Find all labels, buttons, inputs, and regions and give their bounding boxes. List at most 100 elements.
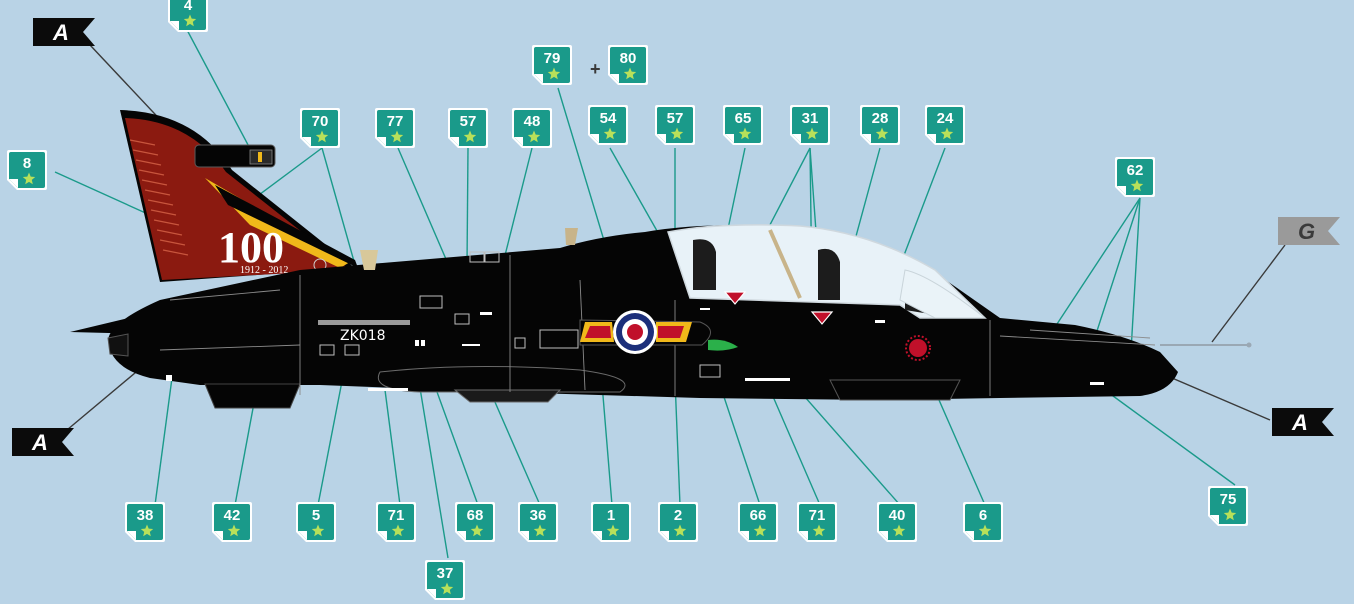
callout-number: 65 xyxy=(735,110,752,127)
leader-71a xyxy=(384,389,401,506)
star-icon xyxy=(978,524,992,537)
leader-38 xyxy=(154,377,173,506)
front-seat xyxy=(818,248,840,300)
callout-number: 48 xyxy=(524,113,541,130)
star-icon xyxy=(753,524,767,537)
fin-vents xyxy=(129,139,189,256)
callout-number: 37 xyxy=(437,565,454,582)
star-icon xyxy=(606,524,620,537)
tail-number: 100 xyxy=(218,223,284,272)
leader-57a xyxy=(466,147,469,266)
view-flag-a-top: A xyxy=(33,18,95,46)
svg-text:G: G xyxy=(1298,219,1315,244)
star-icon xyxy=(1130,179,1144,192)
tail-black-stripe xyxy=(215,185,358,268)
callout-number: 36 xyxy=(530,507,547,524)
star-icon xyxy=(527,130,541,143)
callout-badge-6: 6 xyxy=(963,502,1003,542)
callout-badge-1: 1 xyxy=(591,502,631,542)
callout-number: 79 xyxy=(544,50,561,67)
callout-number: 75 xyxy=(1220,491,1237,508)
callout-badge-79: 79 xyxy=(532,45,572,85)
star-icon xyxy=(390,130,404,143)
callout-number: 4 xyxy=(184,0,193,14)
callout-badge-37: 37 xyxy=(425,560,465,600)
callout-badge-4: 4 xyxy=(168,0,208,32)
callout-number: 42 xyxy=(224,507,241,524)
callout-badge-66: 66 xyxy=(738,502,778,542)
star-icon xyxy=(875,127,889,140)
star-icon xyxy=(738,127,752,140)
star-icon xyxy=(533,524,547,537)
exhaust-nozzle xyxy=(107,333,129,357)
callout-badge-5: 5 xyxy=(296,502,336,542)
green-band xyxy=(708,339,738,351)
callout-badge-24: 24 xyxy=(925,105,965,145)
plus-sign: + xyxy=(590,59,601,79)
callout-badge-70: 70 xyxy=(300,108,340,148)
callout-badge-36: 36 xyxy=(518,502,558,542)
callout-badge-65: 65 xyxy=(723,105,763,145)
leader-flagG xyxy=(1211,244,1286,343)
hawk-aircraft-side-profile: 100 1912 - 2012 xyxy=(70,110,1252,409)
star-icon xyxy=(623,67,637,80)
rescue-marking xyxy=(909,339,927,357)
callout-badge-57: 57 xyxy=(655,105,695,145)
wing-underside xyxy=(453,389,562,403)
windscreen xyxy=(899,269,987,319)
leader-flagA1 xyxy=(89,44,169,129)
star-icon xyxy=(140,524,154,537)
callout-badge-2: 2 xyxy=(658,502,698,542)
rear-seat xyxy=(693,239,716,290)
view-flag-g: G xyxy=(1278,217,1340,245)
view-flag-a-bottom-left: A xyxy=(12,428,74,456)
star-icon xyxy=(22,172,36,185)
star-icon xyxy=(1223,508,1237,521)
service-panels xyxy=(319,251,721,378)
callout-number: 28 xyxy=(872,110,889,127)
callout-badge-48: 48 xyxy=(512,108,552,148)
star-icon xyxy=(673,524,687,537)
roundel-group xyxy=(580,310,692,354)
leader-37 xyxy=(419,387,449,559)
callout-number: 66 xyxy=(750,507,767,524)
callout-badge-40: 40 xyxy=(877,502,917,542)
callout-badge-75: 75 xyxy=(1208,486,1248,526)
callout-number: 38 xyxy=(137,507,154,524)
star-icon xyxy=(311,524,325,537)
leader-8 xyxy=(54,171,151,216)
walkway-stripe xyxy=(318,320,410,325)
star-icon xyxy=(183,14,197,27)
star-icon xyxy=(812,524,826,537)
star-icon xyxy=(227,524,241,537)
star-icon xyxy=(805,127,819,140)
callout-number: 31 xyxy=(802,110,819,127)
star-icon xyxy=(892,524,906,537)
warning-triangle-2 xyxy=(810,311,834,325)
callout-number: 54 xyxy=(600,110,617,127)
stencils xyxy=(166,308,1104,391)
callout-badge-62: 62 xyxy=(1115,157,1155,197)
star-icon xyxy=(391,524,405,537)
callout-number: 57 xyxy=(667,110,684,127)
callout-badge-31: 31 xyxy=(790,105,830,145)
star-icon xyxy=(603,127,617,140)
callout-badge-57: 57 xyxy=(448,108,488,148)
callout-number: 40 xyxy=(889,507,906,524)
svg-text:A: A xyxy=(31,430,48,455)
star-icon xyxy=(315,130,329,143)
callout-badge-38: 38 xyxy=(125,502,165,542)
leader-75 xyxy=(1097,384,1236,486)
tail-years: 1912 - 2012 xyxy=(240,265,288,276)
leader-40 xyxy=(789,379,901,506)
callout-badge-77: 77 xyxy=(375,108,415,148)
callout-badge-42: 42 xyxy=(212,502,252,542)
callout-number: 24 xyxy=(937,110,954,127)
leader-71b xyxy=(767,384,821,506)
view-flag-a-right: A xyxy=(1272,408,1334,436)
leader-54 xyxy=(609,147,666,246)
canopy-frame xyxy=(768,229,802,299)
callout-badge-71: 71 xyxy=(376,502,416,542)
